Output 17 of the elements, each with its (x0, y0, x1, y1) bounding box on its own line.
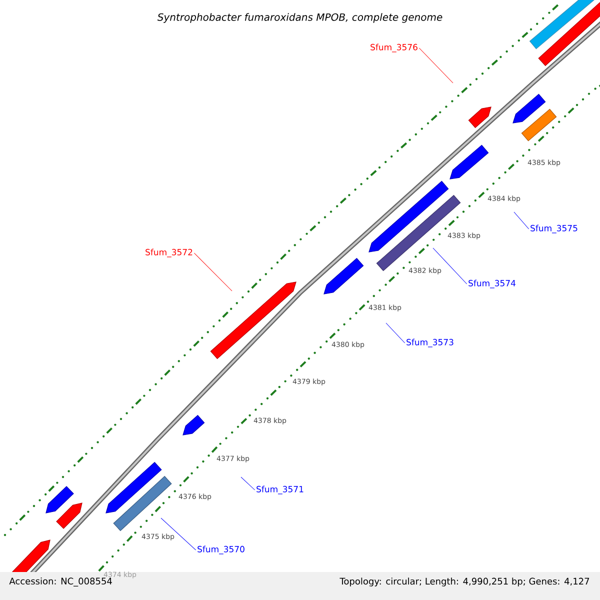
leader-line (386, 322, 406, 344)
gene-label: Sfum_3575 (530, 224, 578, 234)
title: Syntrophobacter fumaroxidans MPOB, complete genome (157, 13, 442, 23)
accession-text: Accession: NC_008554 (9, 578, 112, 586)
gene-label: Sfum_3570 (198, 546, 244, 554)
leader-line (514, 212, 530, 230)
gene-label: Sfum_3572 (146, 248, 192, 258)
leader-line (160, 518, 196, 550)
leader-line (194, 252, 232, 292)
leader-line (418, 48, 454, 84)
gene-label: Sfum_3571 (256, 486, 304, 494)
leader-line (432, 248, 468, 284)
leader-line (240, 476, 256, 490)
gene-label: Sfum_3576 (370, 44, 418, 52)
gene-label: Sfum_3573 (406, 338, 454, 348)
gene-label: Sfum_3574 (468, 280, 516, 288)
genome-stats-text: Topology: circular; Length: 4,990,251 bp; Genes: 4,127 (340, 578, 590, 586)
